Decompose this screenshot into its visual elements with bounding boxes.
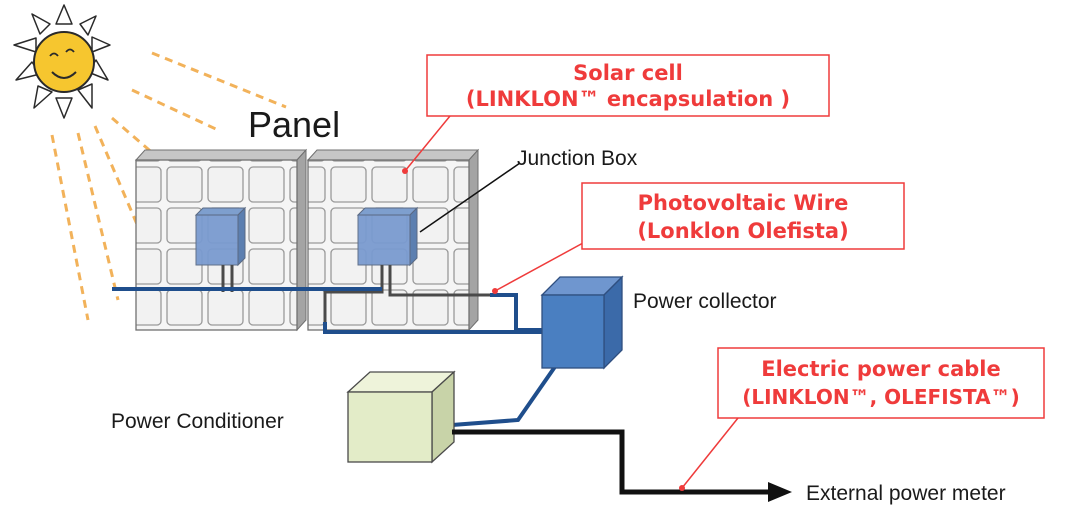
arrow-right-icon bbox=[768, 482, 792, 502]
photovoltaic-wire-pointer-dot bbox=[492, 288, 498, 294]
solar-cell-callout-title: Solar cell bbox=[573, 61, 683, 85]
electric-power-cable bbox=[452, 429, 770, 495]
solar-cell-callout: Solar cell (LINKLON™ encapsulation ) bbox=[426, 54, 830, 117]
power-cable-pointer-dot bbox=[679, 485, 685, 491]
solar-cell-pointer-dot bbox=[402, 168, 408, 174]
electric-power-cable-callout: Electric power cable (LINKLON™, OLEFISTA… bbox=[717, 347, 1045, 419]
power-collector-box bbox=[540, 275, 624, 370]
junction-box-right bbox=[356, 206, 419, 267]
photovoltaic-wire-callout-subtitle: (Lonklon Olefista) bbox=[637, 219, 848, 243]
junction-box-pointer bbox=[419, 162, 521, 233]
junction-box-left bbox=[194, 206, 247, 267]
photovoltaic-wire-callout-title: Photovoltaic Wire bbox=[638, 191, 849, 215]
power-conditioner-label: Power Conditioner bbox=[111, 410, 284, 433]
solar-panel-left bbox=[134, 148, 308, 332]
external-power-meter-label: External power meter bbox=[806, 482, 1006, 505]
photovoltaic-wires bbox=[112, 287, 570, 427]
photovoltaic-wire-callout: Photovoltaic Wire (Lonklon Olefista) bbox=[581, 182, 905, 250]
solar-cell-callout-subtitle: (LINKLON™ encapsulation ) bbox=[466, 87, 790, 111]
panel-label: Panel bbox=[248, 104, 340, 145]
power-conditioner-box bbox=[346, 370, 456, 464]
sun-icon bbox=[13, 4, 111, 119]
junction-box-label: Junction Box bbox=[517, 147, 638, 170]
electric-power-cable-callout-title: Electric power cable bbox=[761, 357, 1000, 381]
power-collector-label: Power collector bbox=[633, 290, 777, 313]
electric-power-cable-callout-subtitle: (LINKLON™, OLEFISTA™) bbox=[742, 385, 1020, 409]
